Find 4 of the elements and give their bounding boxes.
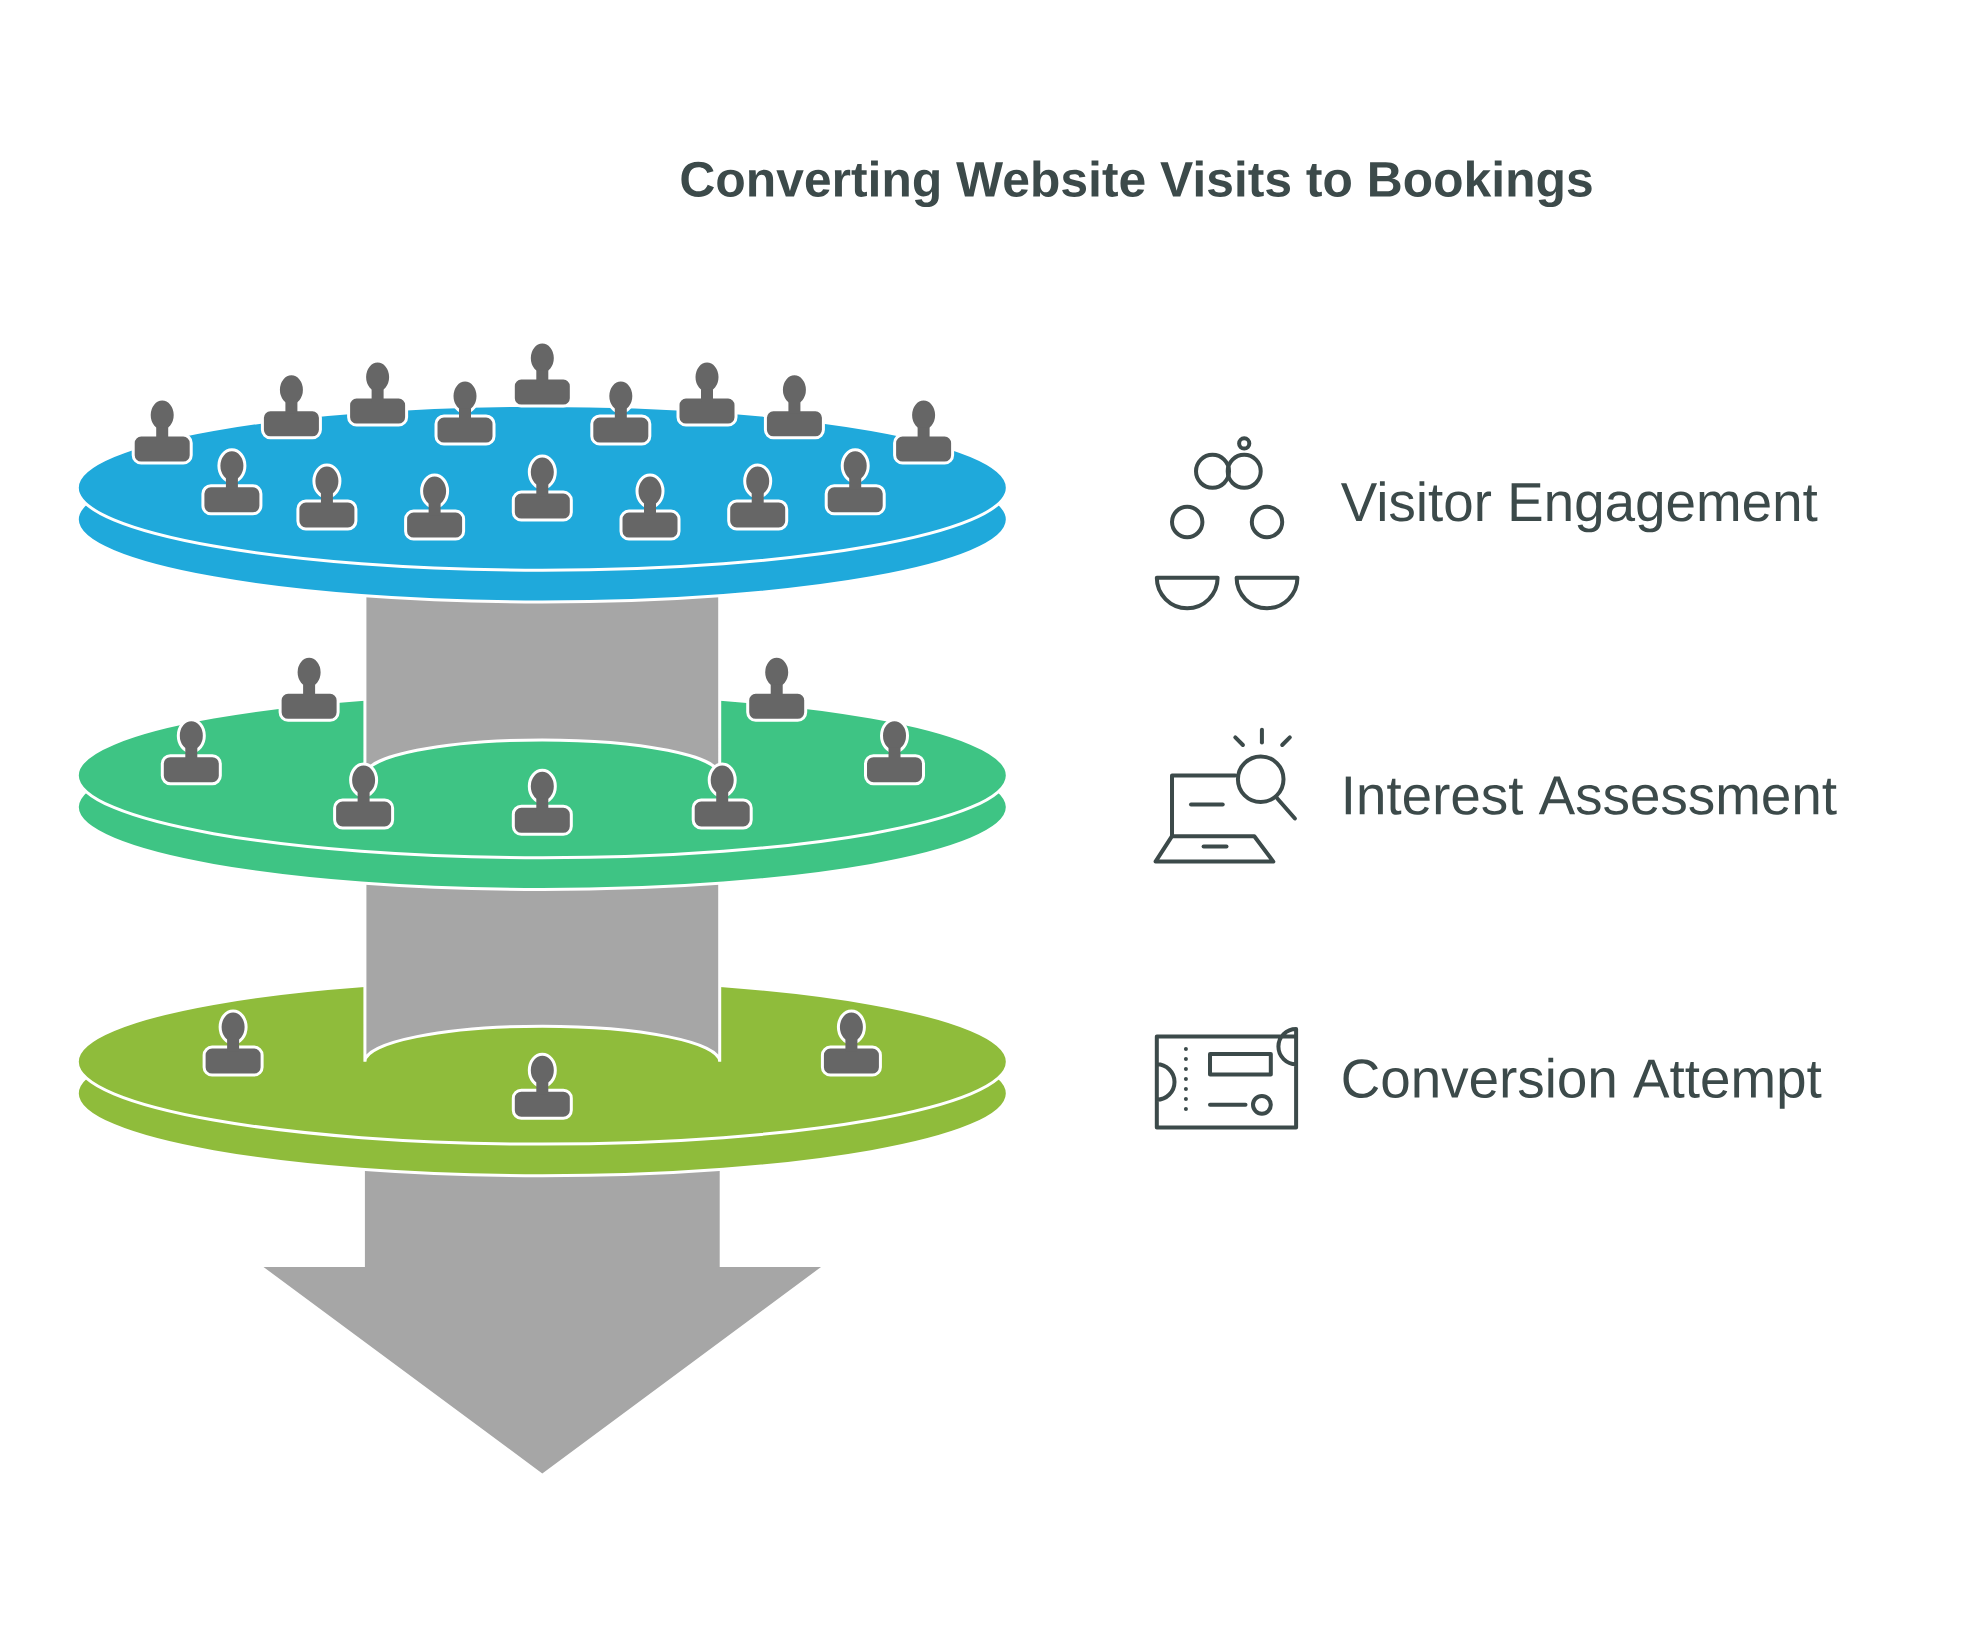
stage-label: Interest Assessment bbox=[1345, 776, 1837, 815]
stage-label: Visitor Engagement bbox=[1340, 481, 1818, 533]
title: Converting Website Visits to Bookings bbox=[681, 160, 1592, 208]
stage-label: Conversion Attempt bbox=[1343, 1057, 1822, 1109]
